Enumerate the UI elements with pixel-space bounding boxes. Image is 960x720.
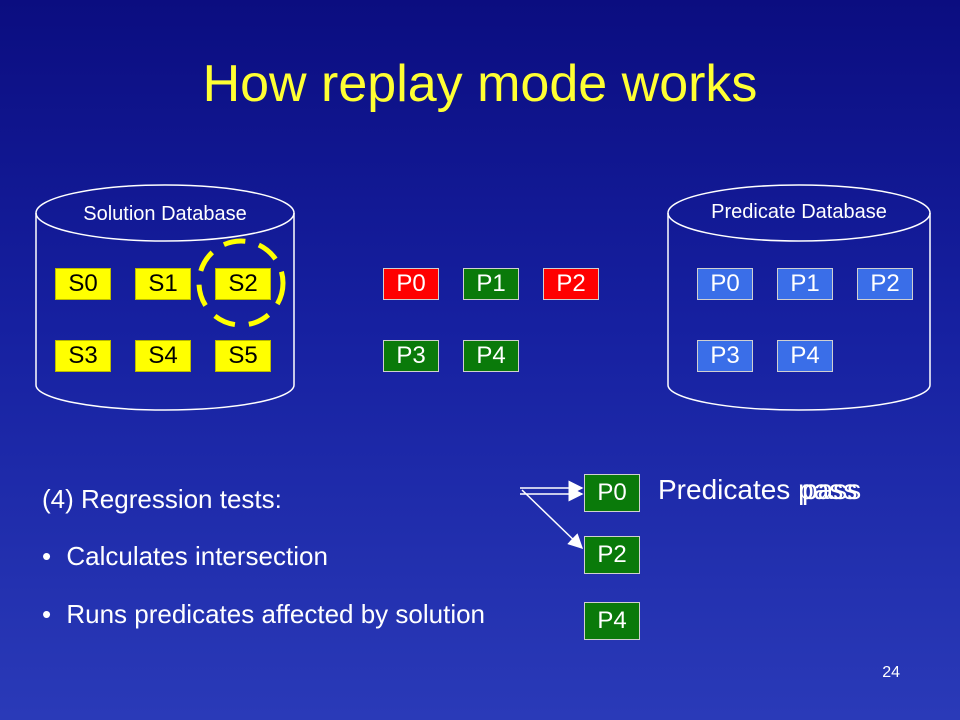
result-p2: P2 (584, 536, 640, 574)
solution-s5: S5 (215, 340, 271, 372)
bullet-icon: • (42, 599, 52, 629)
predicate-db-label: Predicate Database (711, 201, 887, 223)
middle-predicate-p2: P2 (543, 268, 599, 300)
solution-db-top (35, 184, 295, 242)
arrow-to-p2 (521, 489, 584, 550)
solution-s3: S3 (55, 340, 111, 372)
solution-s4: S4 (135, 340, 191, 372)
predicate-db-top (667, 184, 931, 242)
regression-bullet-2: • Runs predicates affected by solution (42, 599, 485, 629)
regression-bullet-1: • Calculates intersection (42, 541, 328, 571)
middle-predicate-p3: P3 (383, 340, 439, 372)
solution-s1: S1 (135, 268, 191, 300)
middle-predicate-p4: P4 (463, 340, 519, 372)
db-predicate-p4: P4 (777, 340, 833, 372)
solution-s2: S2 (215, 268, 271, 300)
solution-s0: S0 (55, 268, 111, 300)
result-p4: P4 (584, 602, 640, 640)
db-predicate-p2: P2 (857, 268, 913, 300)
result-p0: P0 (584, 474, 640, 512)
middle-predicate-p0: P0 (383, 268, 439, 300)
db-predicate-p3: P3 (697, 340, 753, 372)
page-number: 24 (882, 664, 900, 681)
slide-title: How replay mode works (202, 55, 758, 113)
bullet-icon: • (42, 541, 52, 571)
regression-heading: (4) Regression tests: (42, 484, 282, 514)
result-text-predicates-pass: Predicates pass (658, 474, 858, 505)
solution-db-label: Solution Database (83, 203, 247, 225)
highlight-circle (196, 238, 286, 328)
result-text-pass-overlay: pass (802, 474, 862, 505)
middle-predicate-p1: P1 (463, 268, 519, 300)
bullet-text: Runs predicates affected by solution (66, 599, 486, 629)
solution-db-cylinder (35, 213, 295, 411)
db-predicate-p1: P1 (777, 268, 833, 300)
db-predicate-p0: P0 (697, 268, 753, 300)
predicate-db-cylinder (667, 213, 931, 411)
bullet-text: Calculates intersection (66, 541, 328, 571)
